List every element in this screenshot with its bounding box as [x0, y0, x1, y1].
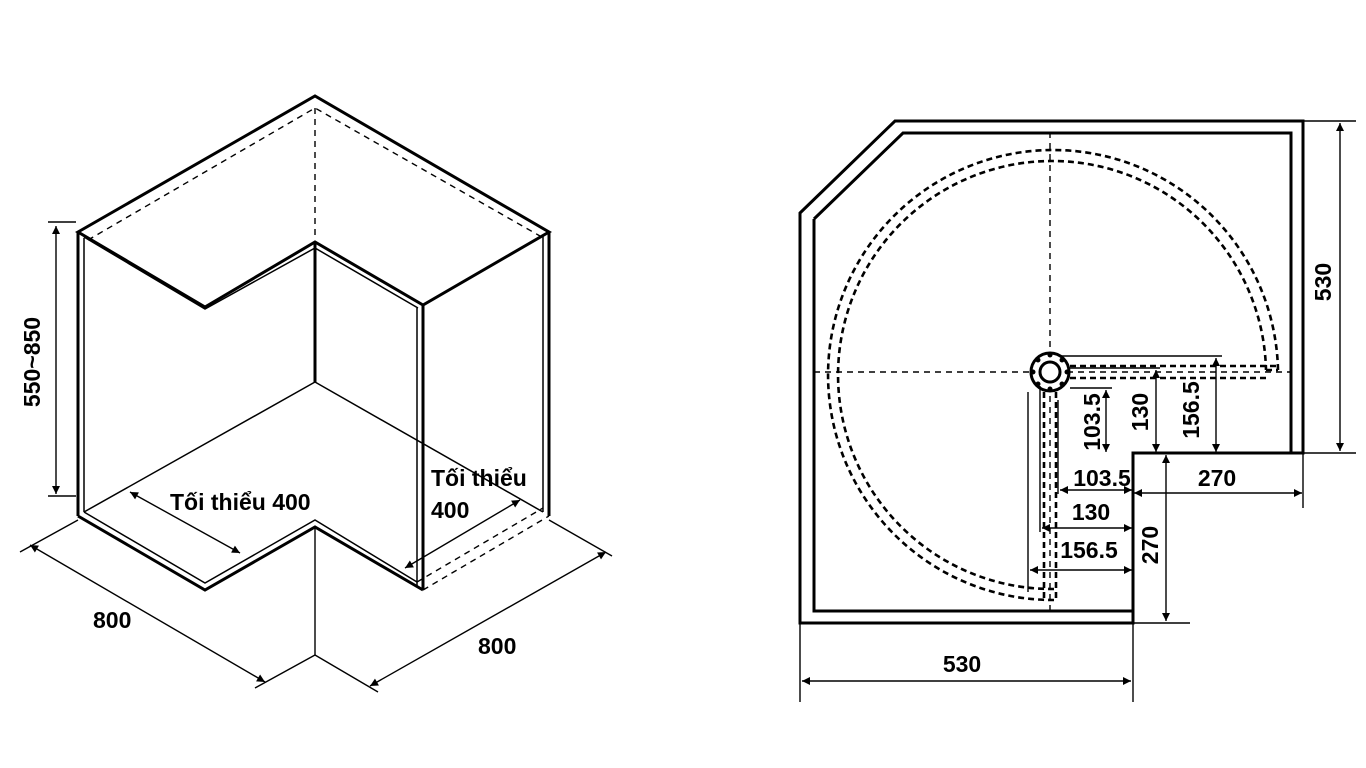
min-width-right-label-line1: Tối thiểu [431, 465, 527, 491]
dim-270-horizontal: 270 [1198, 465, 1236, 491]
dim-156-5-vertical: 156.5 [1178, 381, 1204, 439]
top-hidden-edge [87, 107, 541, 241]
dim-270-vertical: 270 [1137, 526, 1163, 564]
dim-103-5-vertical: 103.5 [1079, 393, 1105, 451]
width-right-dimension [369, 551, 607, 687]
plan-view: 103.5 130 156.5 103.5 130 156.5 270 270 … [798, 119, 1356, 702]
rotation-circle-inner [836, 159, 1268, 591]
width-left-dimension [29, 544, 266, 683]
min-width-left-label: Tối thiểu 400 [170, 489, 311, 515]
isometric-cabinet: 550~850 Tối thiểu 400 Tối thiểu 400 800 … [19, 94, 613, 693]
dim-103-5-horizontal: 103.5 [1073, 465, 1131, 491]
width-left-label: 800 [93, 607, 131, 633]
tray-inner-outline [812, 131, 1293, 453]
width-right-label: 800 [478, 633, 516, 659]
min-width-right-label-line2: 400 [431, 497, 469, 523]
height-label: 550~850 [19, 317, 45, 407]
center-pivot-icon [1029, 351, 1071, 393]
tray-outer-outline [798, 119, 1305, 625]
height-total-label: 530 [1310, 263, 1336, 301]
dim-130-vertical: 130 [1127, 393, 1153, 431]
width-total-label: 530 [943, 651, 981, 677]
dim-130-horizontal: 130 [1072, 499, 1110, 525]
min-width-left-dimension [129, 491, 241, 554]
dim-156-5-horizontal: 156.5 [1060, 537, 1118, 563]
